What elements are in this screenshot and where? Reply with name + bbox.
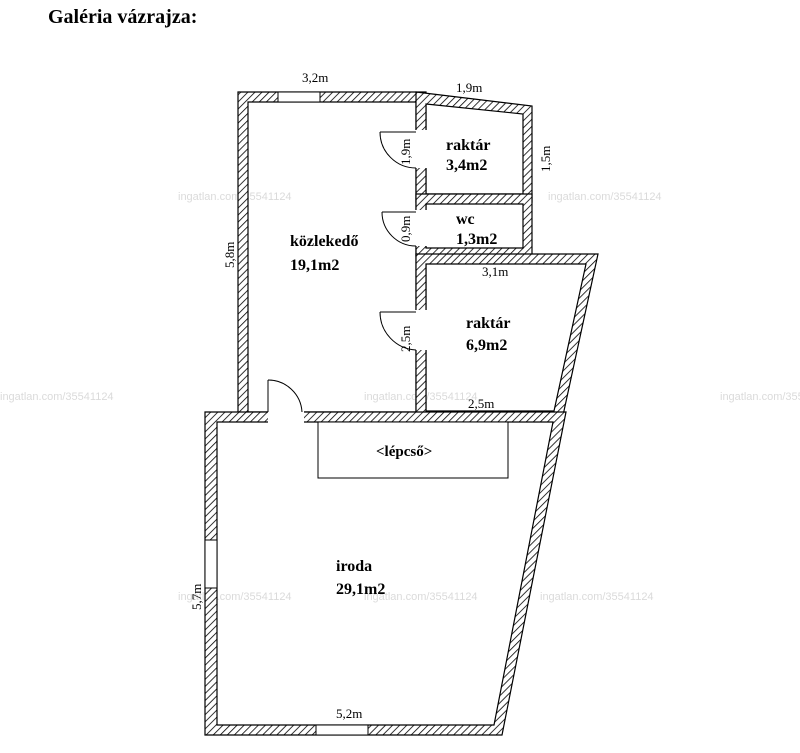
page-title: Galéria vázrajza: bbox=[48, 6, 198, 28]
watermark: ingatlan.com/35541124 bbox=[720, 391, 800, 403]
watermark: ingatlan.com/35541124 bbox=[540, 591, 654, 603]
walls bbox=[204, 91, 599, 736]
window bbox=[277, 91, 321, 103]
room-name-raktar-1: raktár bbox=[446, 137, 490, 154]
doors bbox=[267, 130, 427, 424]
room-area-iroda: 29,1m2 bbox=[336, 581, 385, 598]
watermarks: ingatlan.com/35541124 ingatlan.com/35541… bbox=[0, 191, 800, 603]
dimension-raktar-1-right: 1,5m bbox=[538, 146, 553, 172]
room-area-kozlekedo: 19,1m2 bbox=[290, 257, 339, 274]
room-name-wc: wc bbox=[456, 211, 475, 228]
dimension-wc-height: 0,9m bbox=[398, 216, 413, 242]
room-name-raktar-2: raktár bbox=[466, 315, 510, 332]
room-area-raktar-1: 3,4m2 bbox=[446, 157, 487, 174]
stairs-area bbox=[317, 421, 509, 479]
watermark: ingatlan.com/35541124 bbox=[548, 191, 662, 203]
dimension-raktar-2-bottom: 2,5m bbox=[468, 396, 494, 411]
room-area-raktar-2: 6,9m2 bbox=[466, 337, 507, 354]
dimension-top-right-width: 1,9m bbox=[456, 80, 482, 95]
room-area-wc: 1,3m2 bbox=[456, 231, 497, 248]
window bbox=[315, 724, 369, 736]
dimension-iroda-bottom: 5,2m bbox=[336, 706, 362, 721]
dimension-raktar-2-top: 3,1m bbox=[482, 264, 508, 279]
stairs-label: <lépcső> bbox=[376, 444, 432, 460]
dimension-top-left-width: 3,2m bbox=[302, 70, 328, 85]
watermark: ingatlan.com/35541124 bbox=[364, 591, 478, 603]
dimension-iroda-height: 5,7m bbox=[189, 584, 204, 610]
dimension-raktar-2-height: 2,5m bbox=[398, 326, 413, 352]
watermark: ingatlan.com/35541124 bbox=[178, 191, 292, 203]
dimension-raktar-1-height: 1,9m bbox=[398, 139, 413, 165]
windows bbox=[204, 91, 369, 736]
window bbox=[204, 539, 218, 589]
room-name-iroda: iroda bbox=[336, 558, 372, 575]
watermark: ingatlan.com/35541124 bbox=[0, 391, 114, 403]
room-name-kozlekedo: közlekedő bbox=[290, 233, 358, 250]
dimension-kozlekedo-height: 5,8m bbox=[222, 242, 237, 268]
